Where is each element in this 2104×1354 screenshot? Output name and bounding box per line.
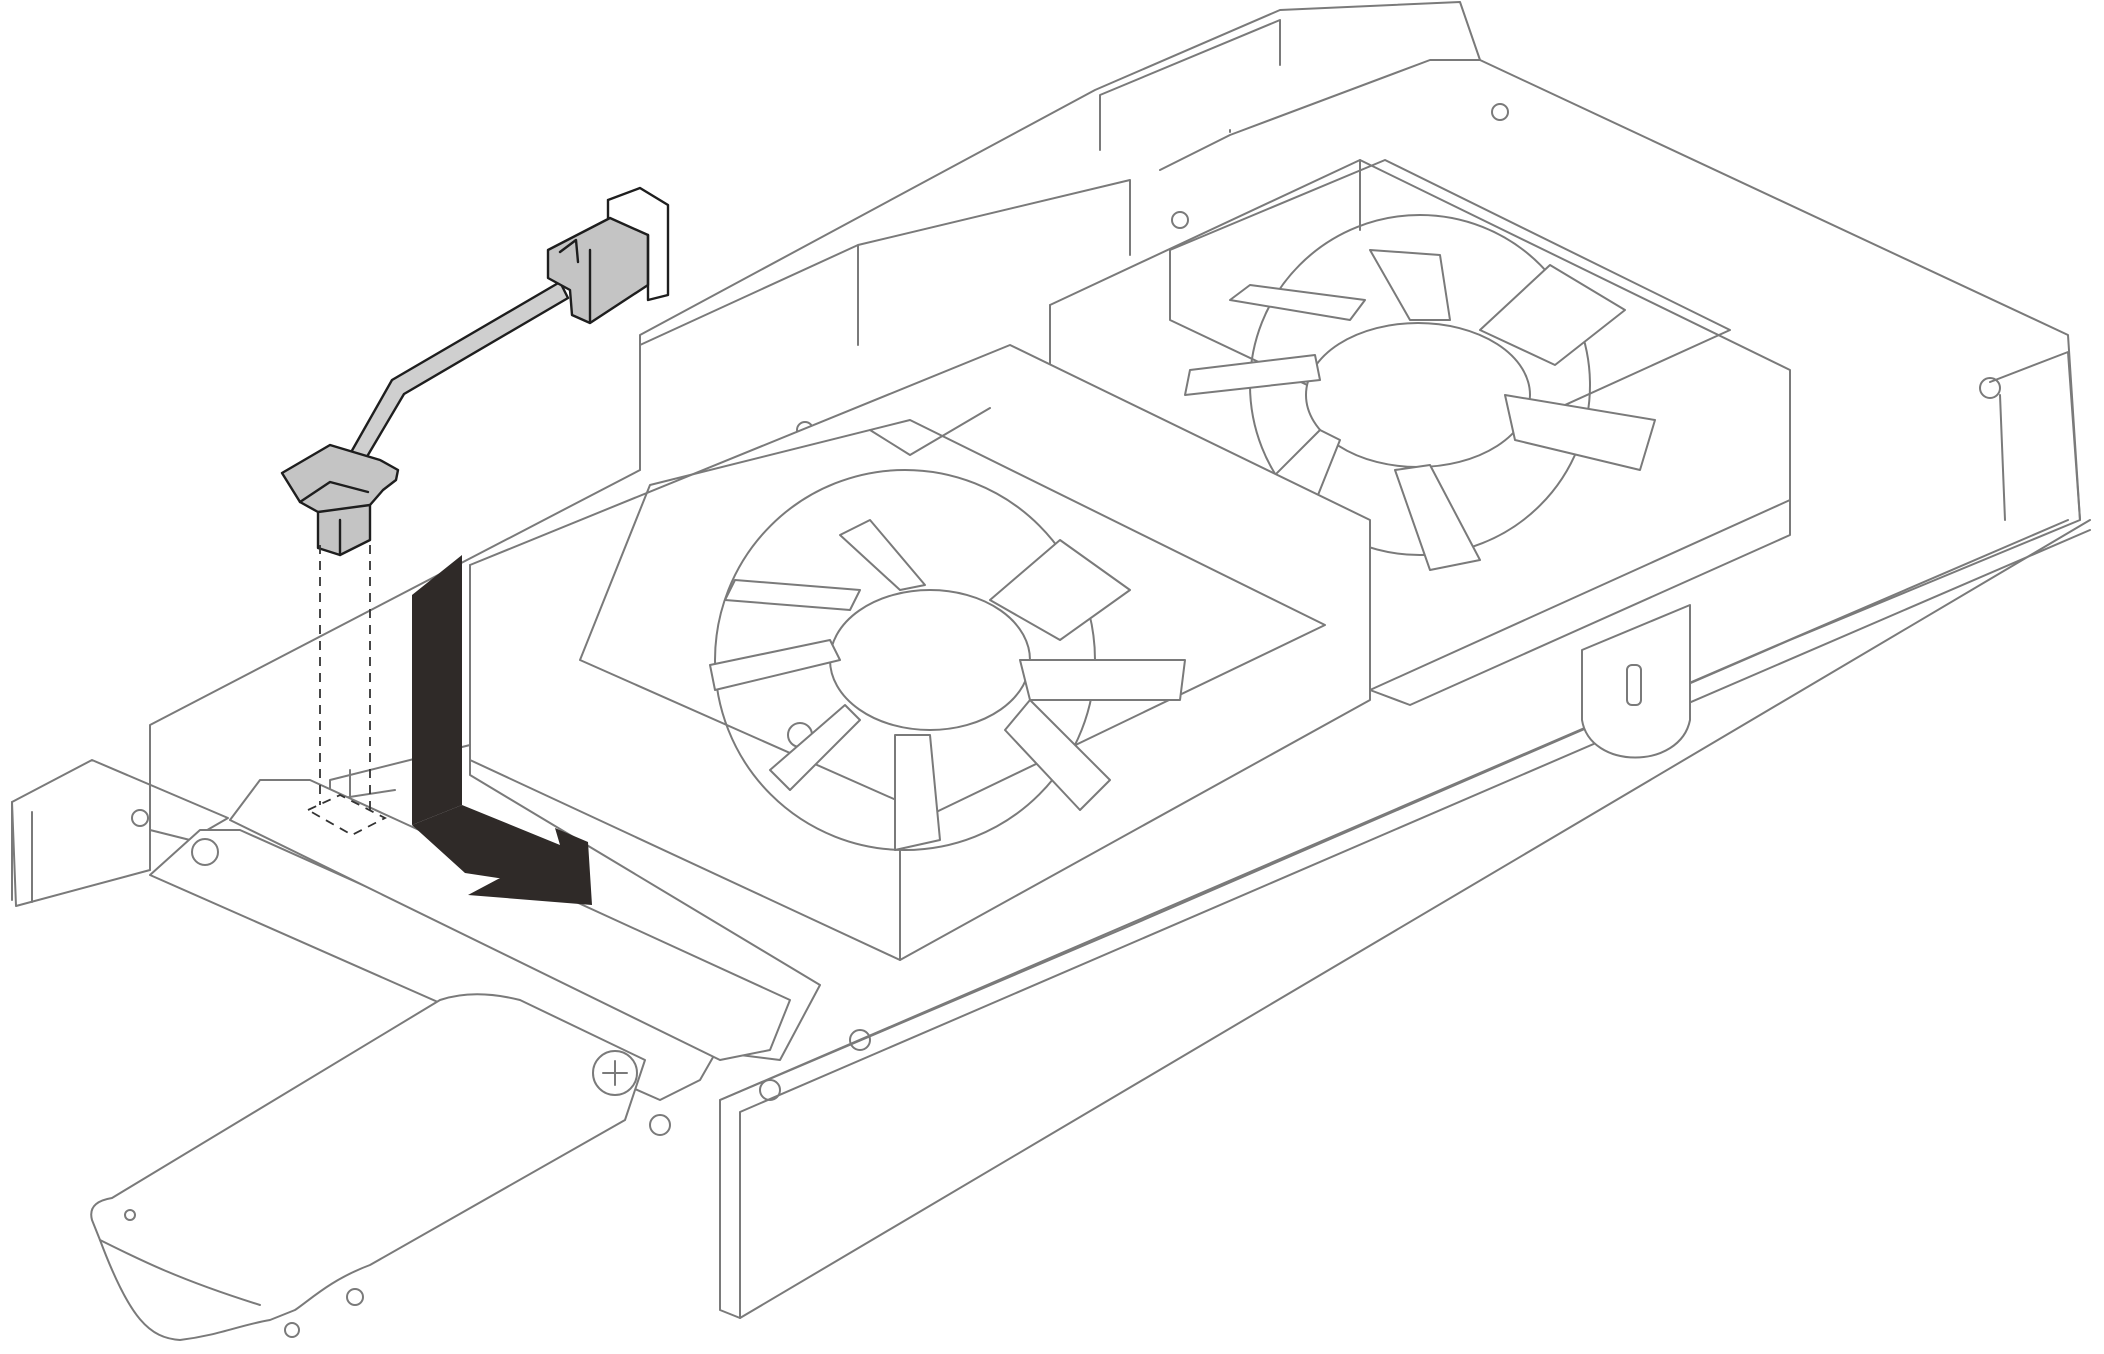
fan-1-blade: [894, 734, 941, 851]
fan-tray-chassis: [11, 1, 2091, 1319]
hinged-lid: [90, 993, 781, 1341]
fan-1-blade: [769, 704, 861, 791]
plug-connector: [546, 216, 650, 325]
left-bracket-flange: [11, 759, 229, 907]
fan-1-blade: [724, 579, 861, 611]
fan-1-blade: [989, 539, 1131, 641]
tray-right-rail: [1989, 351, 2081, 521]
fan-1-hub: [829, 589, 1031, 731]
cover-plate-upper: [229, 779, 791, 1061]
lid-plate: [90, 993, 646, 1341]
arrow-lower-down: [412, 555, 462, 825]
arrow-slide-forward: [412, 805, 592, 905]
lid-rivet: [284, 1322, 300, 1338]
fan-2-blade: [1394, 464, 1481, 571]
fan-module-1: [469, 344, 1371, 961]
bracket-screw-hole: [131, 809, 149, 827]
fan-1-blade: [1004, 699, 1111, 811]
fan-2-hub: [1305, 322, 1531, 468]
lid-rivet: [346, 1288, 364, 1306]
target-slot-outline: [306, 793, 387, 837]
lid-screw-hole: [759, 1079, 781, 1101]
fan-1-blade: [839, 519, 926, 591]
fan-module-2: [1049, 159, 1791, 706]
fan-1-blade: [1019, 659, 1186, 701]
alignment-guides: [306, 545, 387, 837]
fan-1-blade: [709, 639, 841, 691]
fan-power-cable: [280, 186, 670, 557]
fan-2-blade: [1504, 394, 1656, 471]
fan-2-blade: [1479, 264, 1626, 366]
cable-sheath: [335, 280, 570, 484]
cover-screw-hole: [849, 1029, 871, 1051]
cover-screw-hole: [191, 838, 219, 866]
tray-front-wall: [719, 519, 2091, 1319]
rear-screw-hole: [1491, 103, 1509, 121]
installation-arrows: [412, 555, 592, 905]
fan-2-blade: [1229, 284, 1366, 321]
fan-2-blade: [1184, 354, 1321, 396]
lid-screw-hole: [649, 1114, 671, 1136]
rear-screw-hole: [1171, 211, 1189, 229]
tab-slot: [1626, 664, 1642, 706]
tray-rear-lip: [639, 19, 1281, 471]
fan-2-blade: [1369, 249, 1451, 321]
lid-rivet: [124, 1209, 136, 1221]
